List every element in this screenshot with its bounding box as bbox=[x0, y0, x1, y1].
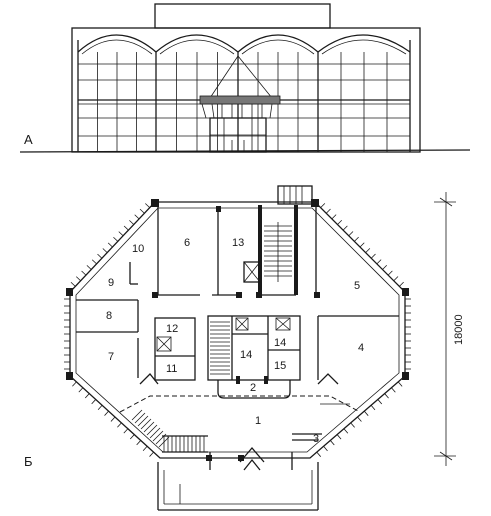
elevation-label: А bbox=[24, 132, 33, 147]
window-hatching bbox=[64, 203, 411, 457]
lower-staircase bbox=[162, 435, 208, 453]
room-label: 15 bbox=[274, 360, 286, 372]
room-label: 2 bbox=[250, 382, 256, 394]
octagon-inner-wall bbox=[75, 207, 400, 453]
central-staircase bbox=[264, 222, 292, 282]
room-label: 10 bbox=[132, 243, 144, 255]
room-label: 1 bbox=[255, 415, 261, 427]
room-label: 11 bbox=[166, 363, 177, 375]
room-label: 14 bbox=[274, 337, 286, 349]
roof-parapet bbox=[154, 3, 331, 29]
terrace-outline bbox=[157, 462, 319, 511]
entrances bbox=[139, 373, 339, 471]
room-label: 14 bbox=[240, 349, 252, 361]
dimension-value: 18000 bbox=[453, 314, 465, 345]
room-labels: 1 2 3 4 5 6 7 8 9 10 11 12 13 14 14 15 bbox=[106, 237, 364, 445]
room-label: 8 bbox=[106, 310, 112, 322]
room-label: 3 bbox=[313, 433, 319, 445]
diagonal-steps bbox=[131, 409, 170, 448]
dimension-line: 18000 bbox=[434, 192, 465, 466]
room-label: 5 bbox=[354, 280, 360, 292]
front-elevation: А bbox=[19, 3, 471, 153]
entrance-doors bbox=[209, 117, 267, 153]
room-label: 4 bbox=[358, 342, 364, 354]
floor-plan: 1 2 3 4 5 6 7 8 9 10 11 12 13 14 14 15 Б… bbox=[24, 185, 465, 511]
core-staircase bbox=[210, 321, 230, 375]
interior-walls bbox=[76, 185, 399, 399]
side-ramp bbox=[292, 403, 350, 441]
room-label: 12 bbox=[166, 323, 178, 335]
room-label: 7 bbox=[108, 351, 114, 363]
facade-arches bbox=[77, 34, 411, 55]
entrance-canopy bbox=[199, 55, 281, 119]
room-label: 6 bbox=[184, 237, 190, 249]
lobby-outline bbox=[119, 395, 361, 413]
room-label: 13 bbox=[232, 237, 244, 249]
plan-label: Б bbox=[24, 454, 33, 469]
room-label: 9 bbox=[108, 277, 114, 289]
